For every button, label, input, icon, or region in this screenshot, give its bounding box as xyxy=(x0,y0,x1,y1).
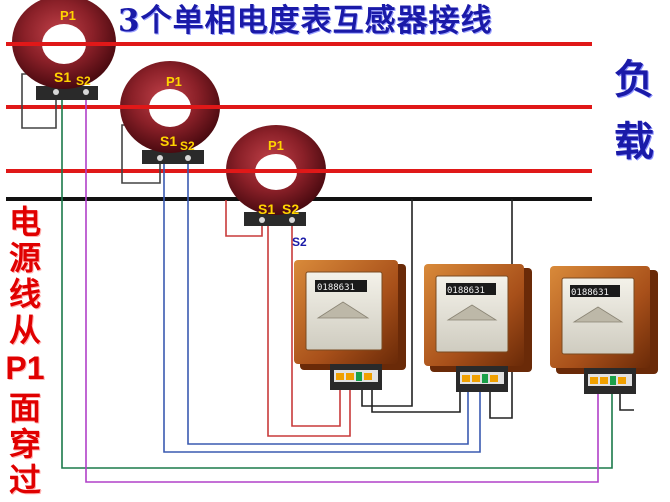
ct2-s2-label: S2 xyxy=(180,139,195,153)
meter3-reading: 0188631 xyxy=(571,288,609,298)
meter3-counter xyxy=(570,285,620,297)
ct1-terminal-s2 xyxy=(83,89,89,95)
load-label-char-1: 负 xyxy=(614,57,654,103)
current-transformer-1: P1 S1 S2 xyxy=(12,0,116,100)
load-label-char-2: 载 xyxy=(614,119,654,165)
ct2-terminal-s2 xyxy=(185,155,191,161)
source-label-char-3: 线 xyxy=(8,275,41,313)
meter2-terminal-1 xyxy=(462,375,470,382)
ct3-s2-callout: S2 xyxy=(292,235,307,249)
meter3-dial-icon xyxy=(572,306,624,323)
meter1-terminal-4 xyxy=(364,373,372,380)
wire-ct2-s1-blue xyxy=(163,160,481,453)
ct1-p1-label: P1 xyxy=(60,8,76,23)
meter2-terminal-3 xyxy=(482,374,488,383)
meter1-reading: 0188631 xyxy=(317,283,355,293)
source-label-char-8: 过 xyxy=(8,461,41,499)
meter3-terminal-3 xyxy=(610,376,616,385)
meter2-terminal-4 xyxy=(490,375,498,382)
meter1-terminal-2 xyxy=(346,373,354,380)
energy-meter-3: 0188631 xyxy=(550,266,658,394)
meter1-terminal-1 xyxy=(336,373,344,380)
wire-ct2-s2-blue xyxy=(187,160,469,445)
meter2-counter xyxy=(446,283,496,295)
meter1-dial-icon xyxy=(316,301,370,319)
meter3-terminal-1 xyxy=(590,377,598,384)
wire-ct1-s2-purple xyxy=(85,92,599,483)
current-transformer-3: P1 S1 S2 S2 xyxy=(226,125,326,249)
diagram-title: 3个单相电度表互感器接线 xyxy=(118,3,493,39)
meter1-counter xyxy=(315,280,367,292)
meter2-dial-icon xyxy=(446,304,498,321)
source-label-char-2: 源 xyxy=(8,239,41,277)
ct2-s1-label: S1 xyxy=(160,133,177,149)
meter2-reading: 0188631 xyxy=(447,286,485,296)
ct3-p1-label: P1 xyxy=(268,138,284,153)
energy-meter-2: 0188631 xyxy=(424,264,532,392)
meter3-terminal-2 xyxy=(600,377,608,384)
meter2-terminal-2 xyxy=(472,375,480,382)
meter3-terminal-4 xyxy=(618,377,626,384)
energy-meter-1: 0188631 xyxy=(294,260,406,390)
wire-ct3-s1-loop xyxy=(225,200,263,237)
source-label-char-4: 从 xyxy=(8,311,41,349)
ct1-base xyxy=(36,86,98,100)
ct1-s2-label: S2 xyxy=(76,74,91,88)
ct3-s2-label: S2 xyxy=(282,201,299,217)
ct1-terminal-s1 xyxy=(53,89,59,95)
ct3-s1-label: S1 xyxy=(258,201,275,217)
secondary-wiring xyxy=(21,73,634,483)
wire-meter3-load xyxy=(619,388,634,411)
ct2-p1-label: P1 xyxy=(166,74,182,89)
ct1-s1-label: S1 xyxy=(54,69,71,85)
wire-meter1-load xyxy=(361,199,413,407)
wire-ct1-s1-green xyxy=(61,92,613,469)
meter1-terminal-3 xyxy=(356,372,362,381)
ct2-terminal-s1 xyxy=(157,155,163,161)
source-label-char-1: 电 xyxy=(8,203,41,241)
wire-meter1-to-meter2 xyxy=(371,388,461,413)
ct3-terminal-s2 xyxy=(289,217,295,223)
wire-ct3-s2-red xyxy=(291,222,341,427)
source-label-char-6: 面 xyxy=(8,389,41,427)
ct3-terminal-s1 xyxy=(259,217,265,223)
source-label-char-5: P1 xyxy=(5,350,45,386)
current-transformer-2: P1 S1 S2 xyxy=(120,61,220,164)
source-label-char-7: 穿 xyxy=(8,425,41,463)
wire-ct3-s1-red xyxy=(267,222,351,437)
